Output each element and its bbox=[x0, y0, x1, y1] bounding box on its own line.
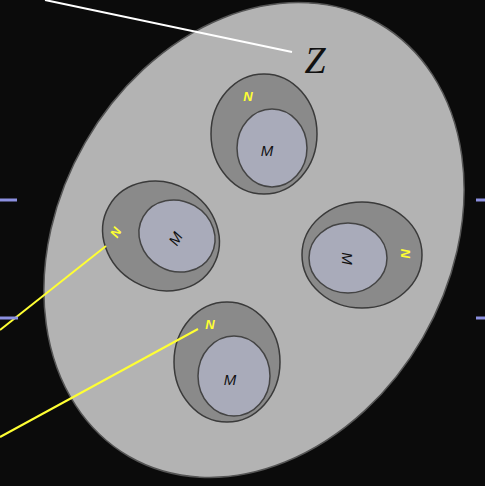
slide-rule bbox=[0, 317, 18, 320]
slide-rule bbox=[476, 199, 485, 202]
n-region: NM bbox=[199, 69, 329, 199]
n-label: N bbox=[243, 90, 252, 103]
region-ellipse bbox=[96, 171, 226, 301]
m-label: M bbox=[340, 252, 355, 265]
region-label: Z bbox=[304, 41, 325, 79]
slide-rule bbox=[476, 317, 485, 320]
region-ellipse bbox=[174, 302, 280, 422]
m-region: M bbox=[189, 331, 279, 421]
m-label: M bbox=[261, 143, 274, 158]
region-ellipse bbox=[198, 336, 270, 416]
n-region: NM bbox=[162, 297, 292, 427]
region-ellipse bbox=[309, 223, 387, 293]
slide-rule bbox=[0, 199, 17, 202]
m-region: M bbox=[227, 103, 317, 193]
region-ellipse bbox=[237, 109, 307, 187]
n-label: N bbox=[399, 248, 412, 257]
n-label: N bbox=[205, 318, 214, 331]
region-ellipse bbox=[132, 191, 222, 281]
n-region: NM bbox=[297, 190, 427, 320]
m-label: M bbox=[224, 372, 237, 387]
m-region: M bbox=[132, 191, 222, 281]
n-region: NM bbox=[96, 171, 226, 301]
region-ellipse bbox=[211, 74, 317, 194]
m-region: M bbox=[303, 213, 393, 303]
region-ellipse bbox=[302, 202, 422, 308]
